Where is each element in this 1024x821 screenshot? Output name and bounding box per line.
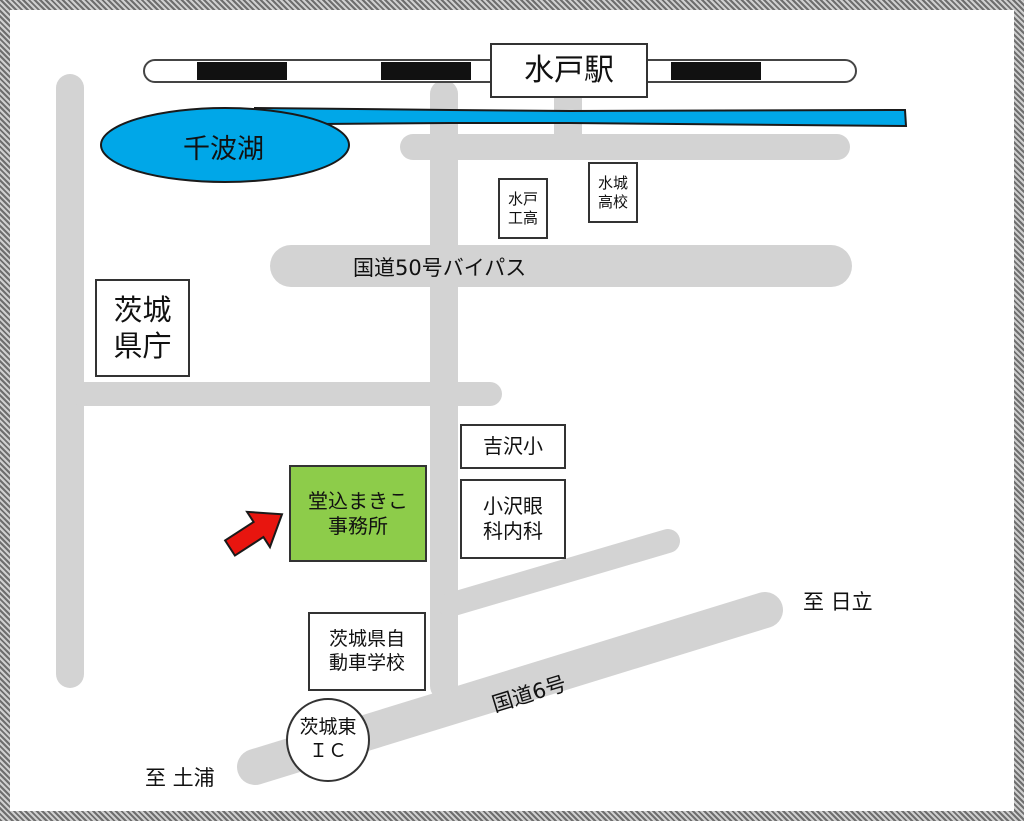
landmark-mito-tech-high: 水戸 工高 <box>498 178 548 239</box>
station-mito[interactable]: 水戸駅 <box>490 43 648 98</box>
route50-label: 国道50号バイパス <box>353 256 527 280</box>
lake-label: 千波湖 <box>183 134 264 165</box>
direction-tsuchiura: 至 土浦 <box>145 766 215 790</box>
landmark-driving-school: 茨城県自 動車学校 <box>308 612 426 691</box>
road-north-east-west <box>400 134 850 160</box>
interchange-ibaraki-higashi[interactable]: 茨城東 ＩＣ <box>286 698 370 782</box>
road-route50 <box>270 245 852 287</box>
road-west-vertical <box>56 74 84 688</box>
road-diagonal-branch <box>438 529 680 617</box>
landmark-prefectural-office: 茨城 県庁 <box>95 279 190 377</box>
landmark-suijo-high: 水城 高校 <box>588 162 638 223</box>
direction-hitachi: 至 日立 <box>803 590 873 614</box>
landmark-ozawa-clinic: 小沢眼 科内科 <box>460 479 566 559</box>
landmark-yoshizawa-elementary: 吉沢小 <box>460 424 566 469</box>
road-prefecture-east-west <box>70 382 502 406</box>
office-dougome-makiko[interactable]: 堂込まきこ 事務所 <box>289 465 427 562</box>
lake-senba <box>100 107 350 183</box>
